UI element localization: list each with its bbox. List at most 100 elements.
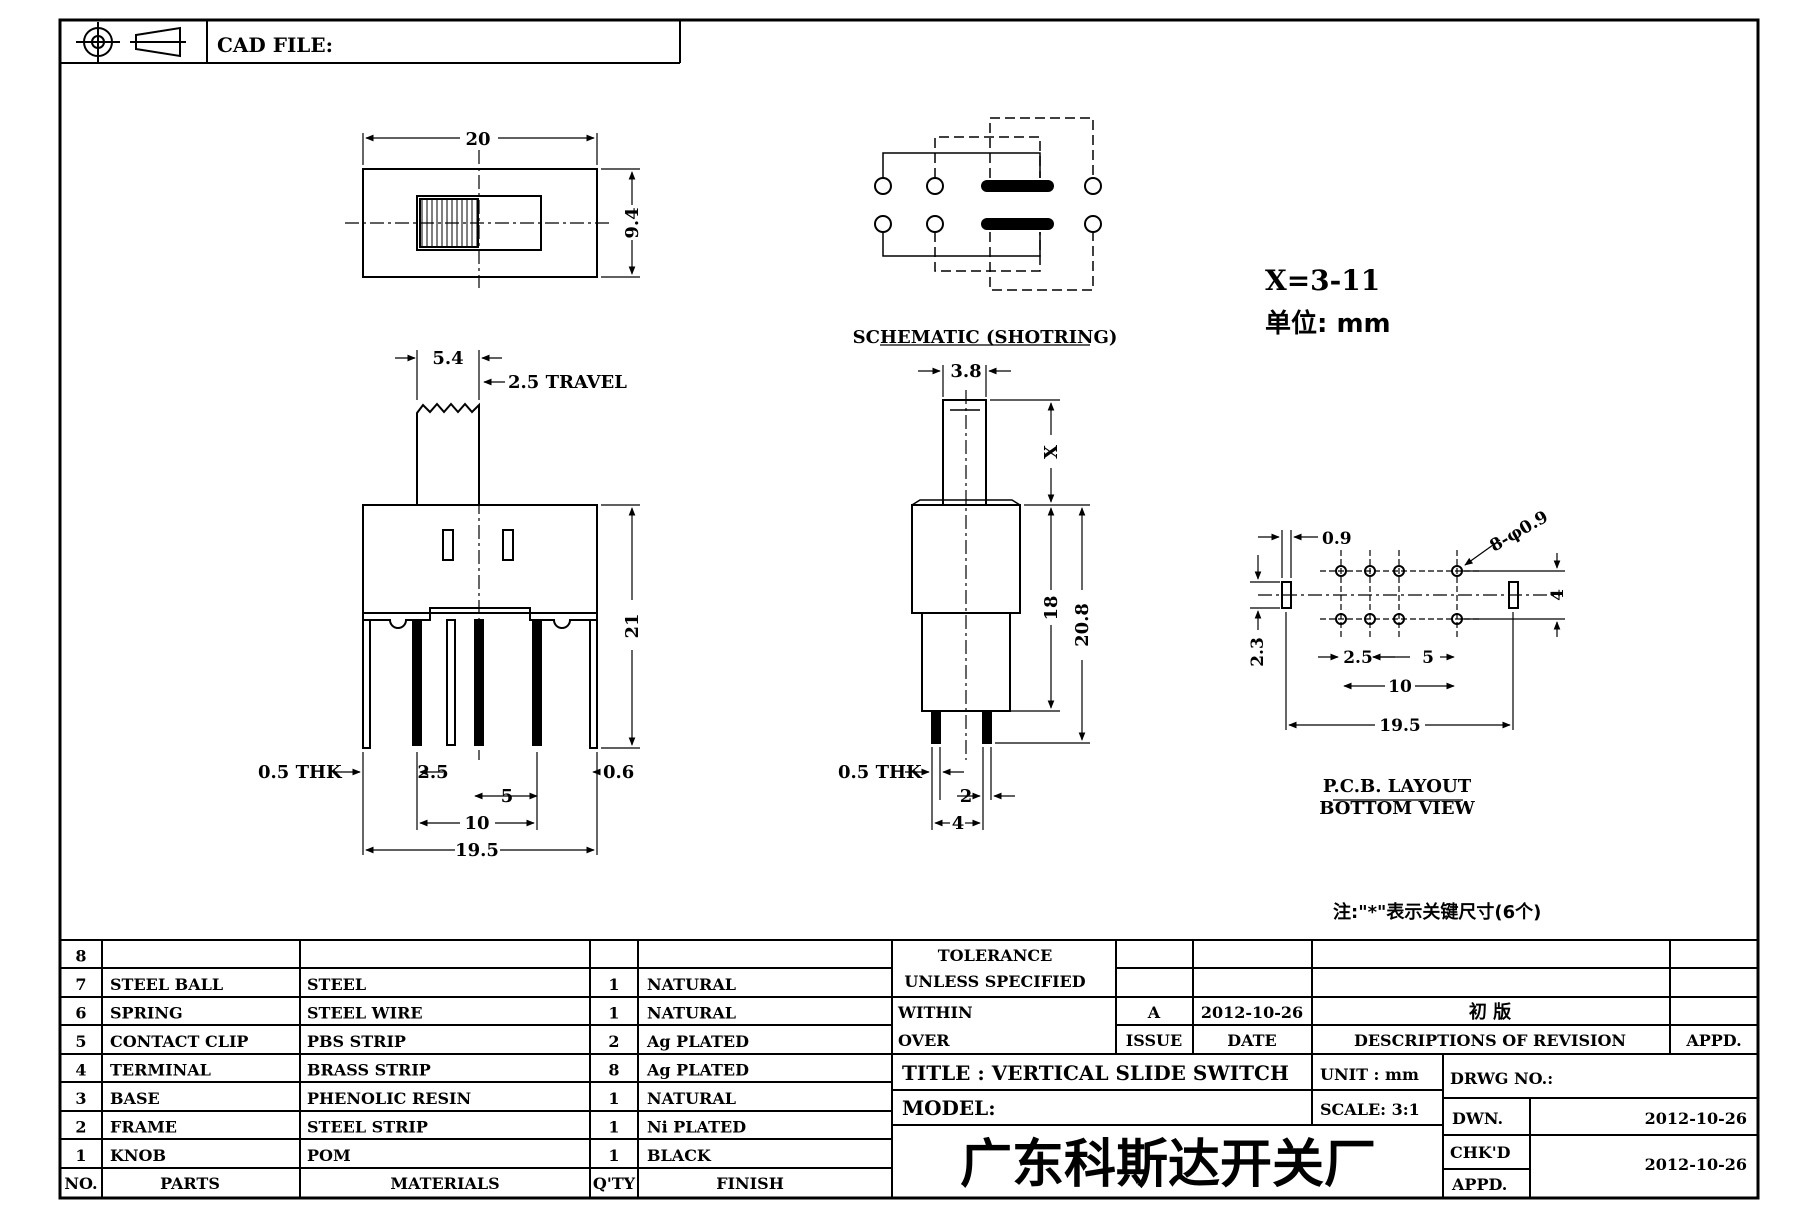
bom-cell-part: STEEL BALL [110,975,223,994]
bom-cell-qty: 2 [608,1032,619,1051]
dim-thk-left: 0.5 THK [258,762,343,783]
dim-span: 10 [464,813,489,834]
header-box [60,20,681,64]
bom-cell-finish: Ag PLATED [646,1061,749,1080]
note-footnote: 注:"*"表示关键尺寸(6个) [1333,901,1541,923]
note-unit: 单位: mm [1265,308,1391,339]
bom-cell-qty: 1 [608,1089,619,1108]
tb-desc-header: DESCRIPTIONS OF REVISION [1354,1031,1626,1050]
side-view [905,365,1090,830]
tb-date-header: DATE [1227,1031,1277,1050]
pcb-dim-hole: 0.9 [1322,529,1352,549]
bom-cell-part: TERMINAL [110,1061,211,1080]
dim-side-body: 18 [1041,595,1062,620]
tb-rev-desc: 初 版 [1469,1001,1511,1023]
pcb-dim-overall: 19.5 [1379,716,1420,736]
bom-cell-no: 8 [75,947,86,966]
bom-cell-material: STEEL STRIP [307,1118,428,1137]
tb-within: WITHIN [897,1003,973,1022]
bom-cell-qty: 1 [608,1118,619,1137]
bom-cell-part: SPRING [110,1004,183,1023]
pcb-dim-span: 10 [1388,677,1412,697]
dim-top-width: 20 [465,129,490,150]
tb-over: OVER [898,1031,950,1050]
top-view [345,133,640,288]
bom-cell-no: 2 [75,1118,86,1137]
bom-cell-finish: BLACK [647,1146,712,1165]
bom-cell-material: BRASS STRIP [307,1061,431,1080]
bom-cell-material: PBS STRIP [307,1032,406,1051]
dim-pitch-small: 2.5 [417,762,448,783]
bom-cell-qty: 8 [608,1061,619,1080]
tb-unless: UNLESS SPECIFIED [904,972,1085,991]
note-x-range: X=3-11 [1265,264,1380,297]
projection-symbol-icon [76,22,186,62]
bom-cell-qty: 1 [608,975,619,994]
tb-dwn: DWN. [1452,1109,1503,1128]
tb-unit: UNIT : mm [1320,1065,1419,1084]
dim-side-span: 4 [952,813,965,834]
dim-side-pin: 2 [960,786,973,807]
schematic-label: SCHEMATIC (SHOTRING) [853,327,1118,348]
tb-dwn-date: 2012-10-26 [1645,1109,1747,1128]
dim-overall: 19.5 [455,840,499,861]
pcb-title: P.C.B. LAYOUT [1323,776,1472,797]
bom-header-materials: MATERIALS [390,1174,499,1193]
pcb-dim-slot: 2.3 [1248,637,1268,667]
dim-top-height: 9.4 [622,207,643,238]
bom-cell-finish: Ag PLATED [646,1032,749,1051]
bom-cell-no: 6 [75,1004,86,1023]
tb-drwg-no: DRWG NO.: [1450,1069,1553,1088]
bom-cell-part: CONTACT CLIP [110,1032,248,1051]
pcb-dim-pitch-small: 2.5 [1343,648,1373,668]
dim-side-x: X [1041,445,1062,459]
dim-side-total: 20.8 [1072,603,1093,647]
front-view [333,350,640,855]
bom-cell-part: FRAME [110,1118,177,1137]
bom-cell-no: 1 [75,1146,86,1165]
schematic-diagram [874,117,1102,346]
bom-header-qty: Q'TY [593,1174,636,1193]
pcb-layout [1250,530,1565,801]
tb-appd: APPD. [1451,1175,1507,1194]
tb-model: MODEL: [902,1096,996,1120]
bom-cell-part: BASE [110,1089,160,1108]
bom-cell-finish: NATURAL [647,975,736,994]
tb-rev-date: 2012-10-26 [1201,1003,1303,1022]
cad-file-label: CAD FILE: [217,33,333,57]
bom-cell-finish: Ni PLATED [647,1118,746,1137]
tb-chkd-date: 2012-10-26 [1645,1155,1747,1174]
sheet-border [58,18,1760,1200]
dim-knob-width: 5.4 [432,348,463,369]
tb-rev-issue: A [1147,1003,1161,1022]
bom-cell-finish: NATURAL [647,1004,736,1023]
bom-table-grid [59,939,893,1199]
bom-cell-material: POM [307,1146,351,1165]
dim-pitch: 5 [501,786,514,807]
dim-pin-right: 0.6 [603,762,634,783]
bom-cell-part: KNOB [110,1146,166,1165]
bom-cell-material: PHENOLIC RESIN [307,1089,471,1108]
pcb-dim-row: 4 [1548,589,1568,601]
dim-front-height: 21 [622,613,643,638]
bom-header-finish: FINISH [716,1174,784,1193]
bom-cell-finish: NATURAL [647,1089,736,1108]
bom-cell-no: 4 [75,1061,86,1080]
tb-issue-header: ISSUE [1126,1031,1182,1050]
pcb-dim-holes: 8-φ0.9 [1487,507,1552,556]
bom-cell-no: 5 [75,1032,86,1051]
dim-travel: 2.5 TRAVEL [508,372,627,393]
bom-header-no: NO. [64,1174,97,1193]
pcb-subtitle: BOTTOM VIEW [1319,798,1475,819]
bom-cell-no: 7 [75,975,86,994]
dim-side-thk: 0.5 THK [838,762,923,783]
bom-cell-material: STEEL [307,975,366,994]
tb-title: TITLE : VERTICAL SLIDE SWITCH [902,1061,1289,1085]
tb-company: 广东科斯达开关厂 [960,1135,1376,1195]
bom-cell-material: STEEL WIRE [307,1004,423,1023]
tb-chkd: CHK'D [1450,1143,1511,1162]
dim-side-top: 3.8 [950,361,981,382]
tb-appd-header: APPD. [1685,1031,1741,1050]
